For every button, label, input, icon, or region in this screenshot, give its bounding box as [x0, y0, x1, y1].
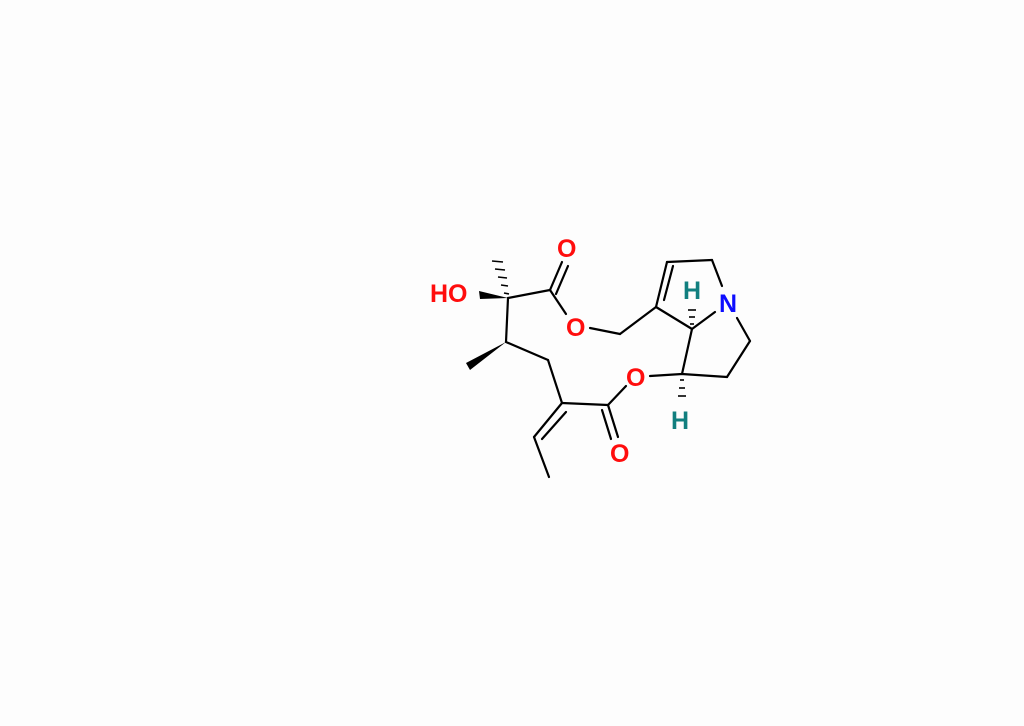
- ester-oxygen-bottom-label: O: [626, 364, 645, 392]
- wedge-bond-methyl: [466, 342, 506, 370]
- ester-oxygen-top-label: O: [566, 314, 585, 342]
- hydroxyl-label: HO: [430, 280, 468, 308]
- hydrogen-top-label: H: [683, 277, 701, 305]
- bonds: [504, 258, 752, 479]
- nitrogen-label: N: [719, 290, 737, 318]
- hash-bond-methyl-top: [491, 260, 510, 295]
- wedge-bond-hydroxyl: [479, 291, 508, 299]
- hash-bond-h-bottom: [678, 379, 686, 397]
- hydrogen-bottom-label: H: [671, 407, 689, 435]
- carbonyl-oxygen-top-label: O: [557, 235, 576, 263]
- hash-bond-h-top: [688, 309, 696, 325]
- carbonyl-oxygen-bottom-label: O: [610, 440, 629, 468]
